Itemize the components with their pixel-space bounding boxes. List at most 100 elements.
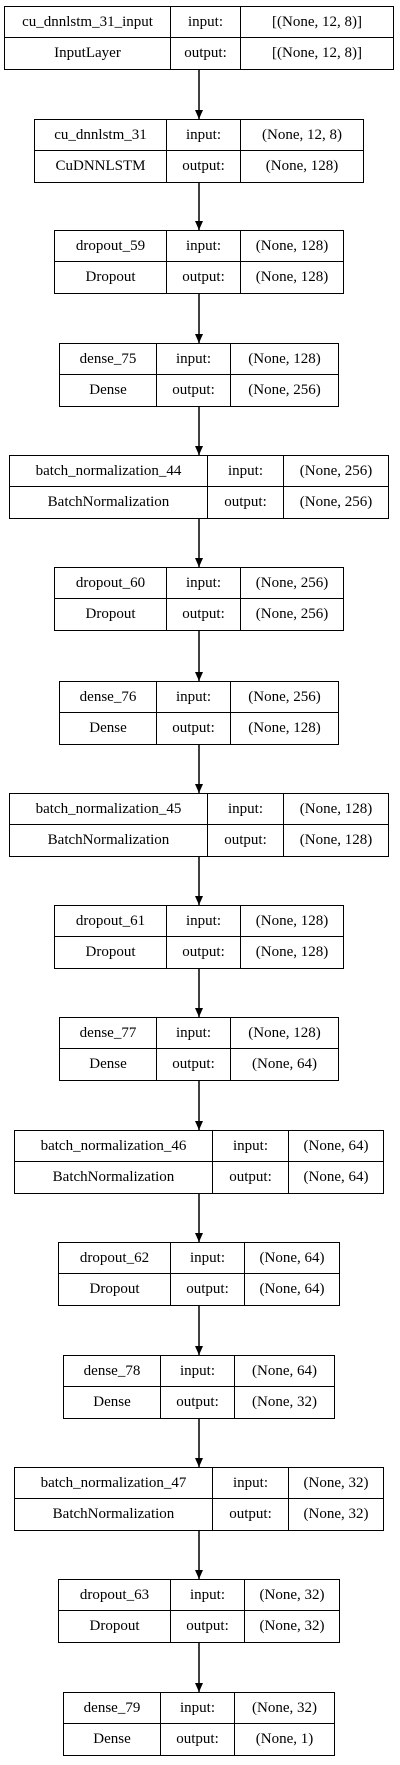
input-label: input:: [167, 568, 241, 599]
output-label: output:: [171, 1611, 245, 1642]
output-shape: (None, 256): [248, 382, 321, 398]
input-shape: (None, 256): [231, 682, 338, 713]
output-shape: (None, 32): [252, 1394, 317, 1410]
layer-type: Dropout: [55, 262, 167, 293]
input-shape: (None, 128): [231, 344, 338, 375]
layer-type: Dropout: [59, 1611, 171, 1642]
input-label: input:: [157, 682, 231, 713]
layer-name: dense_79: [64, 1693, 161, 1724]
input-shape: (None, 32): [245, 1580, 339, 1611]
layer-name: dense_76: [60, 682, 157, 713]
output-label: output:: [208, 825, 284, 856]
input-label: input:: [208, 456, 284, 487]
output-label: output:: [157, 375, 231, 406]
output-shape: (None, 256): [299, 494, 373, 510]
layer-name: dense_77: [60, 1018, 157, 1049]
layer-name: dropout_61: [55, 906, 167, 937]
output-label: output:: [157, 713, 231, 744]
input-label: input:: [213, 1131, 289, 1162]
layer-type: Dropout: [55, 937, 167, 968]
output-shape: (None, 128): [248, 720, 321, 736]
output-shape: (None, 128): [265, 158, 339, 174]
input-label: input:: [167, 120, 241, 151]
layer-type: BatchNormalization: [15, 1162, 213, 1193]
input-label: input:: [171, 1580, 245, 1611]
output-label: output:: [213, 1162, 289, 1193]
output-shape: (None, 128): [255, 944, 329, 960]
output-label: output:: [161, 1387, 235, 1418]
layer-name: dropout_60: [55, 568, 167, 599]
input-shape: (None, 128): [241, 906, 343, 937]
input-label: input:: [157, 1018, 231, 1049]
input-shape: (None, 128): [231, 1018, 338, 1049]
output-label: output:: [167, 151, 241, 182]
input-shape: (None, 32): [289, 1468, 383, 1499]
input-label: input:: [161, 1693, 235, 1724]
layer-name: dense_75: [60, 344, 157, 375]
output-shape: (None, 64): [259, 1281, 325, 1297]
layer-name: dropout_59: [55, 231, 167, 262]
layer-type: Dense: [60, 375, 157, 406]
layer-name: dropout_63: [59, 1580, 171, 1611]
layer-type: BatchNormalization: [10, 487, 208, 518]
input-shape: (None, 128): [284, 794, 388, 825]
layer-type: CuDNNLSTM: [35, 151, 167, 182]
input-label: input:: [167, 231, 241, 262]
layer-type: Dense: [64, 1387, 161, 1418]
input-label: input:: [208, 794, 284, 825]
output-label: output:: [157, 1049, 231, 1080]
output-label: output:: [167, 262, 241, 293]
input-shape: (None, 12, 8): [241, 120, 363, 151]
input-shape: (None, 64): [245, 1243, 339, 1274]
layer-name: batch_normalization_47: [15, 1468, 213, 1499]
input-label: input:: [167, 906, 241, 937]
output-label: output:: [213, 1499, 289, 1530]
input-shape: (None, 128): [241, 231, 343, 262]
layer-type: Dropout: [55, 599, 167, 630]
output-shape: (None, 64): [252, 1056, 317, 1072]
output-label: output:: [171, 1274, 245, 1305]
input-label: input:: [171, 1243, 245, 1274]
output-shape: (None, 128): [255, 269, 329, 285]
layer-name: cu_dnnlstm_31: [35, 120, 167, 151]
output-shape: (None, 128): [299, 832, 373, 848]
layer-type: BatchNormalization: [10, 825, 208, 856]
input-label: input:: [161, 1356, 235, 1387]
output-shape: [(None, 12, 8)]: [272, 45, 362, 61]
output-label: output:: [161, 1724, 235, 1755]
input-shape: (None, 64): [289, 1131, 383, 1162]
input-shape: (None, 256): [241, 568, 343, 599]
output-label: output:: [208, 487, 284, 518]
layer-type: Dense: [64, 1724, 161, 1755]
layer-name: dropout_62: [59, 1243, 171, 1274]
input-shape: (None, 32): [235, 1693, 334, 1724]
layer-name: cu_dnnlstm_31_input: [5, 7, 171, 38]
output-shape: (None, 256): [255, 606, 329, 622]
layer-type: BatchNormalization: [15, 1499, 213, 1530]
output-shape: (None, 32): [303, 1506, 369, 1522]
output-shape: (None, 1): [255, 1731, 314, 1747]
input-shape: (None, 64): [235, 1356, 334, 1387]
input-shape: (None, 256): [284, 456, 388, 487]
layer-type: Dense: [60, 1049, 157, 1080]
input-label: input:: [213, 1468, 289, 1499]
layer-name: dense_78: [64, 1356, 161, 1387]
layer-name: batch_normalization_44: [10, 456, 208, 487]
output-label: output:: [167, 599, 241, 630]
